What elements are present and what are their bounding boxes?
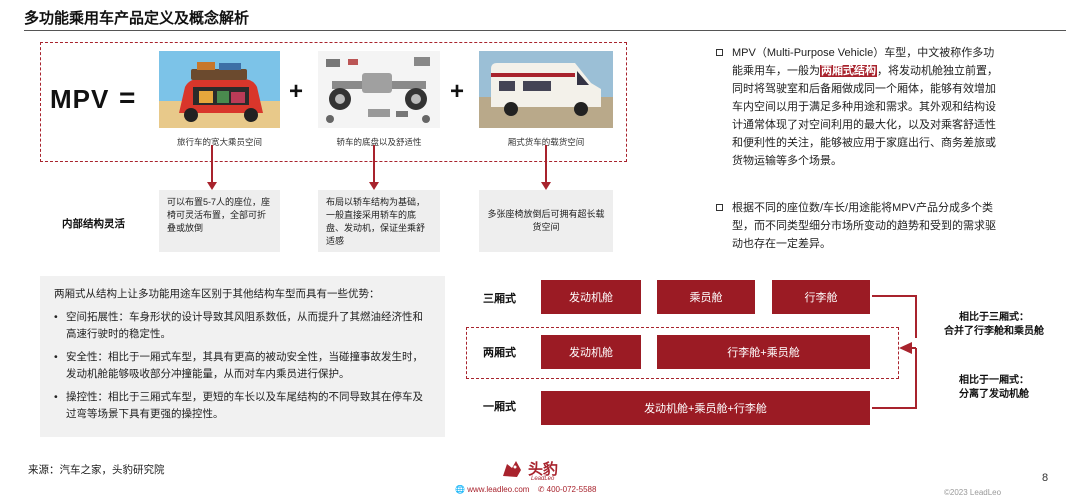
- page-number: 8: [1042, 472, 1049, 484]
- arrow-down-icon: [369, 182, 379, 190]
- copyright: ©2023 LeadLeo: [944, 488, 1002, 497]
- arrow-line: [545, 145, 547, 183]
- advantage-item: 安全性：相比于一厢式车型，其具有更高的被动安全性，当碰撞事故发生时，发动机舱能够…: [54, 349, 431, 383]
- footer-contact: 🌐 www.leadleo.com ✆ 400-072-5588: [455, 485, 596, 494]
- arrow-down-icon: [207, 182, 217, 190]
- square-bullet-icon: [716, 204, 723, 211]
- title-divider: [24, 30, 1066, 31]
- mpv-classification-paragraph: 根据不同的座位数/车长/用途能将MPV产品分成多个类型，而不同类型细分市场所变动…: [716, 199, 1000, 253]
- note-vs-three-box-title: 相比于三厢式：: [959, 312, 1029, 323]
- chassis-description: 布局以轿车结构为基础，一般直接采用轿车的底盘、发动机，保证坐乘舒适感: [318, 190, 440, 252]
- note-vs-three-box: 相比于三厢式： 合并了行李舱和乘员舱: [924, 311, 1064, 339]
- two-box-highlight-frame: [466, 327, 899, 379]
- plus-sign: +: [289, 78, 304, 105]
- cell-luggage-passenger: 行李舱+乘员舱: [657, 335, 870, 369]
- classification-text: 根据不同的座位数/车长/用途能将MPV产品分成多个类型，而不同类型细分市场所变动…: [732, 202, 996, 250]
- square-bullet-icon: [716, 49, 723, 56]
- cargo-van-description-text: 多张座椅放倒后可拥有超长载货空间: [487, 209, 605, 232]
- source-note: 来源：汽车之家，头豹研究院: [28, 464, 165, 476]
- note-vs-one-box: 相比于一厢式： 分离了发动机舱: [924, 374, 1064, 402]
- plus-sign: +: [450, 78, 465, 105]
- leadleo-logo-icon: [503, 461, 521, 477]
- note-vs-one-box-title: 相比于一厢式：: [959, 375, 1029, 386]
- website-link[interactable]: www.leadleo.com: [467, 485, 530, 494]
- arrow-line: [373, 145, 375, 183]
- cell-engine-bay: 发动机舱: [541, 280, 641, 314]
- logo-text: 头豹: [528, 461, 559, 478]
- travel-car-image: [159, 51, 280, 128]
- advantages-list: 空间拓展性：车身形状的设计导致其风阻系数低，从而提升了其燃油经济性和高速行驶时的…: [54, 309, 431, 423]
- phone-icon: ✆: [537, 485, 545, 494]
- mpv-definition-paragraph: MPV（Multi-Purpose Vehicle）车型，中文被称作多功能乘用车…: [716, 44, 1000, 170]
- cargo-van-description: 多张座椅放倒后可拥有超长载货空间: [479, 190, 613, 252]
- row-label-two-box: 两厢式: [483, 347, 516, 359]
- inner-structure-label: 内部结构灵活: [62, 218, 125, 230]
- note-vs-three-box-text: 合并了行李舱和乘员舱: [944, 326, 1044, 337]
- note-vs-one-box-text: 分离了发动机舱: [959, 389, 1029, 400]
- chassis-image: [318, 51, 440, 128]
- cell-passenger-cabin: 乘员舱: [657, 280, 755, 314]
- row-label-three-box: 三厢式: [483, 293, 516, 305]
- mpv-equation-frame: [40, 42, 627, 162]
- definition-text-start: MPV（Multi-Purpose Vehicle）车型，中文被称作多功能乘用车…: [732, 47, 995, 77]
- arrow-line: [211, 145, 213, 183]
- definition-text-end: ，将发动机舱独立前置，同时将驾驶室和后备厢做成同一个厢体，能够有效增加车内空间以…: [732, 65, 998, 167]
- chassis-caption: 轿车的底盘以及舒适性: [336, 137, 422, 147]
- equals-sign: =: [119, 82, 136, 113]
- cell-all-in-one: 发动机舱+乘员舱+行李舱: [541, 391, 870, 425]
- advantages-intro: 两厢式从结构上让多功能用途车区别于其他结构车型而具有一些优势：: [54, 288, 380, 300]
- globe-icon: 🌐: [455, 485, 465, 494]
- logo-subtext: LeadLeo: [531, 476, 555, 482]
- cell-luggage-compartment: 行李舱: [772, 280, 870, 314]
- page-title: 多功能乘用车产品定义及概念解析: [24, 10, 250, 27]
- mpv-label: MPV: [50, 84, 110, 114]
- cargo-van-caption: 厢式货车的载货空间: [507, 137, 585, 147]
- advantage-item: 空间拓展性：车身形状的设计导致其风阻系数低，从而提升了其燃油经济性和高速行驶时的…: [54, 309, 431, 343]
- arrow-down-icon: [541, 182, 551, 190]
- cargo-van-image: [479, 51, 613, 128]
- advantage-item: 操控性：相比于三厢式车型，更短的车长以及车尾结构的不同导致其在停车及过弯等场景下…: [54, 389, 431, 423]
- phone-number: 400-072-5588: [546, 485, 597, 494]
- travel-car-caption: 旅行车的宽大乘员空间: [176, 137, 262, 147]
- row-label-one-box: 一厢式: [483, 401, 516, 413]
- comparison-connectors: [872, 295, 917, 409]
- advantages-panel: 两厢式从结构上让多功能用途车区别于其他结构车型而具有一些优势： 空间拓展性：车身…: [40, 276, 445, 437]
- highlight-two-box-structure: 两厢式结构: [820, 65, 877, 77]
- cell-engine-bay: 发动机舱: [541, 335, 641, 369]
- travel-car-description: 可以布置5-7人的座位，座椅可灵活布置，全部可折叠或放倒: [159, 190, 280, 252]
